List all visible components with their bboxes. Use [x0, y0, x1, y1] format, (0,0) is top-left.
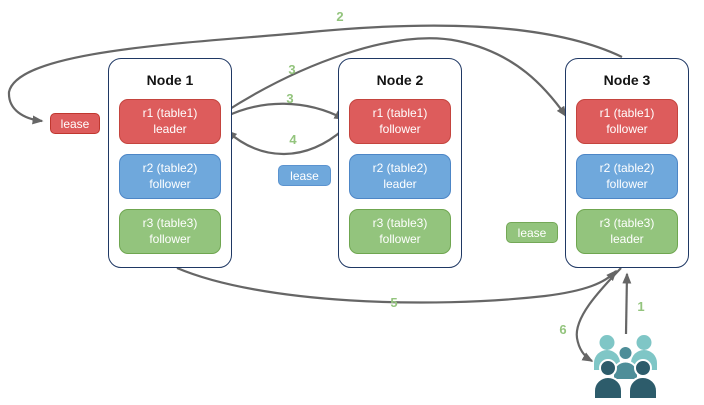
node1-replica-r1: r1 (table1) leader	[119, 99, 221, 144]
replica-line1: r1 (table1)	[599, 105, 655, 120]
replica-line1: r2 (table2)	[372, 160, 428, 175]
node2-replica-r2: r2 (table2) leader	[349, 154, 451, 199]
node-3: Node 3 r1 (table1) follower r2 (table2) …	[565, 58, 689, 268]
node3-replica-r2: r2 (table2) follower	[576, 154, 678, 199]
replica-line1: r2 (table2)	[599, 160, 655, 175]
node3-replica-r3: r3 (table3) leader	[576, 209, 678, 254]
replica-role: follower	[149, 176, 191, 191]
step-label-1: 1	[637, 299, 645, 314]
replica-role: follower	[606, 176, 648, 191]
step-label-3-upper: 3	[288, 62, 296, 77]
node-2: Node 2 r1 (table1) follower r2 (table2) …	[338, 58, 462, 268]
node-3-title: Node 3	[603, 72, 651, 88]
arrow-step-2	[7, 24, 623, 125]
lease-badge-blue: lease	[278, 165, 331, 186]
arrow-step-1	[622, 272, 632, 335]
replica-role: follower	[379, 121, 421, 136]
node1-replica-r3: r3 (table3) follower	[119, 209, 221, 254]
replica-line1: r3 (table3)	[142, 215, 198, 230]
step-label-4: 4	[289, 132, 297, 147]
lease-badge-green: lease	[506, 222, 558, 243]
replica-role: follower	[606, 121, 648, 136]
node2-replica-r3: r3 (table3) follower	[349, 209, 451, 254]
replica-role: follower	[379, 231, 421, 246]
step-label-3-lower: 3	[286, 91, 294, 106]
node3-replica-r1: r1 (table1) follower	[576, 99, 678, 144]
replica-line1: r3 (table3)	[599, 215, 655, 230]
node-2-title: Node 2	[376, 72, 424, 88]
step-label-6: 6	[559, 322, 567, 337]
arrow-step-3-to-node2	[224, 102, 346, 120]
replica-role: follower	[149, 231, 191, 246]
node2-replica-r1: r1 (table1) follower	[349, 99, 451, 144]
replica-line1: r2 (table2)	[142, 160, 198, 175]
node-1: Node 1 r1 (table1) leader r2 (table2) fo…	[108, 58, 232, 268]
replica-role: leader	[610, 231, 644, 246]
lease-badge-red: lease	[50, 113, 100, 134]
step-label-2: 2	[336, 9, 344, 24]
replica-role: leader	[153, 121, 187, 136]
replica-role: leader	[383, 176, 417, 191]
node-1-title: Node 1	[146, 72, 194, 88]
replica-line1: r1 (table1)	[372, 105, 428, 120]
node1-replica-r2: r2 (table2) follower	[119, 154, 221, 199]
step-label-5: 5	[390, 295, 398, 310]
replica-line1: r1 (table1)	[142, 105, 198, 120]
users-icon	[593, 335, 658, 400]
replica-line1: r3 (table3)	[372, 215, 428, 230]
